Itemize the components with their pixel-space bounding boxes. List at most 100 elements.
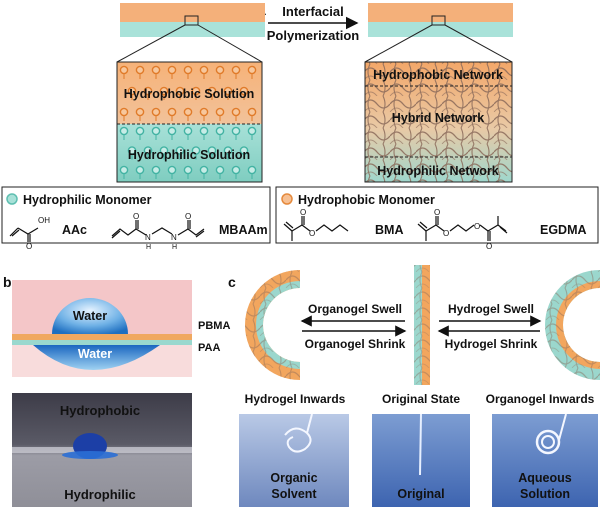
hydrophobic-monomer xyxy=(199,65,209,75)
photo-hydrophilic-label: Hydrophilic xyxy=(64,487,136,502)
aac-oh: OH xyxy=(38,216,50,225)
hydrophobic-monomer xyxy=(119,107,129,117)
hydrophilic-monomer xyxy=(183,165,193,175)
water-top-label: Water xyxy=(73,309,107,323)
hydrophilic-monomer xyxy=(175,146,185,155)
hydrophilic-monomer xyxy=(199,165,209,175)
water-lens-bottom xyxy=(33,345,160,370)
hydrophobic-solution-label: Hydrophobic Solution xyxy=(124,87,255,101)
photo-organic-label-2: Solvent xyxy=(271,487,317,501)
hydrophilic-solution-label: Hydrophilic Solution xyxy=(128,148,250,162)
hydrogel-shrink-label: Hydrogel Shrink xyxy=(445,337,538,351)
final-bilayer-strip xyxy=(368,3,513,37)
hydrogel-inwards-shape xyxy=(245,270,300,380)
hydrophobic-monomer xyxy=(183,65,193,75)
hydrophobic-monomer xyxy=(183,107,193,117)
zoom-line xyxy=(197,24,263,63)
hydrophilic-monomer xyxy=(143,146,153,155)
hydrophobic-monomer-title: Hydrophobic Monomer xyxy=(298,193,435,207)
polymerization-arrow: Interfacial Polymerization xyxy=(267,4,360,43)
hydrophobic-monomer xyxy=(215,107,225,117)
panel-a: a Interfacial Polymerization xyxy=(1,2,599,251)
aac-label: AAc xyxy=(62,223,87,237)
mbaam-h2: H xyxy=(172,244,177,251)
hydrophilic-monomer-title: Hydrophilic Monomer xyxy=(23,193,152,207)
photo-organic-label-1: Organic xyxy=(270,471,317,485)
hydrophilic-monomer xyxy=(135,165,145,175)
hydrophilic-monomer xyxy=(151,165,161,175)
zoom-line xyxy=(364,24,433,63)
caption-organogel-inwards: Organogel Inwards xyxy=(486,392,595,406)
mbaam-n2: N xyxy=(171,233,177,242)
hydrophobic-monomers xyxy=(119,65,257,121)
hydrophilic-monomer xyxy=(167,126,177,136)
photo-hydrophobic-label: Hydrophobic xyxy=(60,403,140,418)
hydrophilic-monomer xyxy=(127,146,137,155)
pbma-label: PBMA xyxy=(198,320,230,332)
hydrophilic-monomer xyxy=(151,126,161,136)
organogel-arrows: Organogel Swell Organogel Shrink xyxy=(300,302,407,351)
panel-b: b Water Water PBMA PAA Hydrophobic Hydro… xyxy=(3,274,230,507)
panel-c: c Organogel Swell Organogel Shrink xyxy=(228,265,600,507)
hydrophilic-monomer xyxy=(199,126,209,136)
hydrophilic-monomer xyxy=(247,126,257,136)
hydrophilic-monomer-icon xyxy=(6,193,18,205)
panel-b-letter: b xyxy=(3,274,12,290)
organogel-swell-label: Organogel Swell xyxy=(308,302,402,316)
hydrophilic-monomer xyxy=(167,165,177,175)
panel-c-letter: c xyxy=(228,274,236,290)
photo-aqueous-label-2: Solution xyxy=(520,487,570,501)
mbaam-h1: H xyxy=(146,244,151,251)
aac-structure xyxy=(9,227,39,242)
egdma-o2: O xyxy=(443,229,449,238)
organogel-inwards-shape xyxy=(545,270,600,380)
photo-original-label: Original xyxy=(397,487,444,501)
initial-bilayer-strip xyxy=(120,3,265,37)
hydrophilic-monomer xyxy=(239,146,249,155)
hydrophilic-monomers xyxy=(119,126,257,179)
hydrophobic-monomer xyxy=(247,65,257,75)
arrow-label-line2: Polymerization xyxy=(267,28,360,43)
paa-label: PAA xyxy=(198,342,220,354)
hydrophilic-monomer xyxy=(159,146,169,155)
aac-o: O xyxy=(26,242,32,251)
hydrophilic-monomer xyxy=(215,165,225,175)
hydrophobic-monomer-box: Hydrophobic Monomer O O BMA xyxy=(275,186,599,251)
hydrophobic-monomer xyxy=(119,65,129,75)
solution-zoom-box: Hydrophobic Solution Hydrophilic Solutio… xyxy=(116,61,263,183)
hydrogel-swell-label: Hydrogel Swell xyxy=(448,302,534,316)
original-state-strip xyxy=(414,265,430,385)
hydrophobic-monomer-icon xyxy=(281,193,293,205)
egdma-o1: O xyxy=(434,208,440,217)
bma-label: BMA xyxy=(375,223,403,237)
hydrophobic-monomer xyxy=(231,107,241,117)
hydrophobic-monomer xyxy=(231,65,241,75)
hydrophilic-monomer xyxy=(231,165,241,175)
hybrid-network-label: Hybrid Network xyxy=(392,111,484,125)
egdma-structure xyxy=(417,216,508,241)
bma-structure xyxy=(283,216,349,241)
hydrophobic-monomer xyxy=(199,107,209,117)
hydrophilic-monomer xyxy=(247,165,257,175)
egdma-o3: O xyxy=(474,222,480,231)
network-zoom-box: Hydrophobic Network Hybrid Network Hydro… xyxy=(364,61,513,183)
water-droplet-top xyxy=(52,298,128,334)
droplet-schematic: Water Water PBMA PAA xyxy=(12,280,230,377)
hydrophilic-monomer xyxy=(207,146,217,155)
mbaam-label: MBAAm xyxy=(219,223,268,237)
photo-original: Original xyxy=(372,413,470,507)
hydrophobic-monomer xyxy=(151,65,161,75)
hydrophobic-monomer xyxy=(135,65,145,75)
hydrophilic-network-label: Hydrophilic Network xyxy=(377,164,499,178)
zoom-line xyxy=(444,24,513,63)
hydrophobic-monomer xyxy=(247,107,257,117)
hydrophilic-monomer xyxy=(135,126,145,136)
caption-original-state: Original State xyxy=(382,392,460,406)
bma-o1: O xyxy=(300,208,306,217)
zoom-line xyxy=(116,24,186,63)
hydrophobic-monomer xyxy=(167,107,177,117)
hydrophilic-monomer xyxy=(215,126,225,136)
hydrophobic-monomer xyxy=(215,65,225,75)
hydrophilic-monomer xyxy=(183,126,193,136)
